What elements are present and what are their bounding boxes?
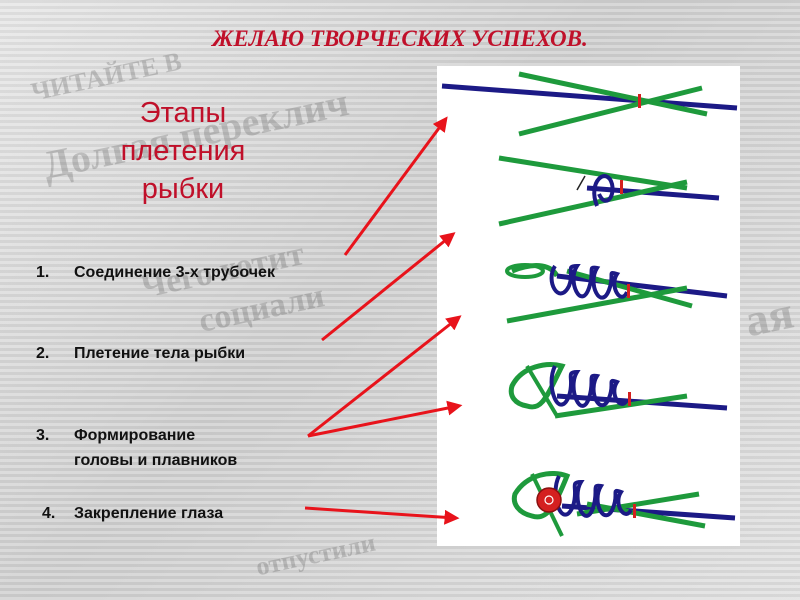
subtitle-line: Этапы (139, 97, 227, 129)
arrow-step-2 (321, 232, 456, 342)
step-label-line2: головы и плавников (74, 452, 238, 469)
step-number: 3. (36, 427, 50, 444)
arrow-step-3a (307, 315, 462, 438)
arrow-step-4 (304, 506, 460, 525)
step-number: 2. (36, 345, 50, 362)
stage-2-illustration (498, 155, 720, 227)
subtitle-line: плетения (120, 135, 246, 167)
stage-3-illustration (505, 263, 728, 324)
weaving-stages-illustration (441, 71, 738, 537)
arrow-step-3b (307, 400, 463, 438)
step-label: Соединение 3-х трубочек (74, 264, 275, 281)
step-number: 4. (42, 505, 56, 522)
step-label: Закрепление глаза (74, 505, 224, 522)
step-label: Формирование (74, 427, 196, 444)
stage-5-illustration (511, 471, 736, 537)
step-label: Плетение тела рыбки (74, 345, 246, 362)
stage-1-illustration (441, 71, 738, 137)
step-number: 1. (36, 264, 50, 281)
subtitle-line: рыбки (141, 173, 225, 205)
arrow-step-1 (343, 116, 448, 256)
page-title: ЖЕЛАЮ ТВОРЧЕСКИХ УСПЕХОВ. (212, 26, 588, 51)
stage-4-illustration (508, 362, 728, 419)
illustration-panel (437, 66, 740, 546)
slide-subtitle: Этапы плетения рыбки (98, 94, 268, 208)
